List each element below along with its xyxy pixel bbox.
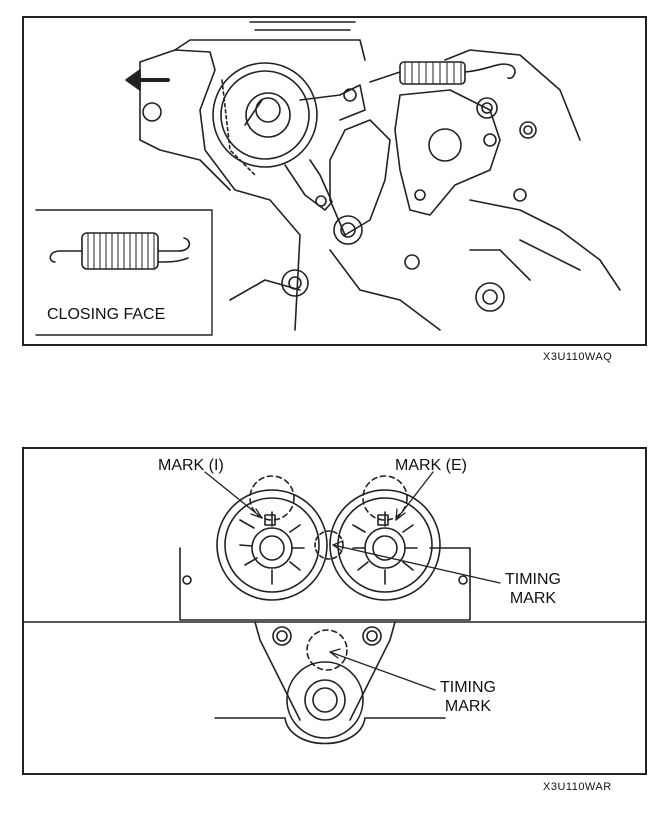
bolt-hole [142,102,162,122]
tensioner-spring [369,61,516,85]
timing-mark-label-cam: TIMING MARK [505,570,561,608]
inset-spring [49,232,191,270]
bolt-heads [281,97,537,312]
timing-mark-label-crank: TIMING MARK [440,678,496,716]
cam-timing-mark-circle [314,530,344,560]
mark-intake-label: MARK (I) [158,457,224,474]
figure-top-panel [22,16,647,346]
figure-bottom-panel [22,447,647,775]
engine-block-outline [139,21,621,331]
cylinder-head-outline [23,547,646,623]
direction-arrow-icon [125,69,170,91]
tensioner-pulley [212,62,318,176]
bracket [329,89,501,236]
timing-mark-label-crank-line2: MARK [444,698,492,715]
figure-code-top: X3U110WAQ [543,351,613,363]
timing-mark-label-cam-line2: MARK [509,590,557,607]
timing-mark-label-cam-line1: TIMING [505,571,561,588]
tensioner-arm [284,84,366,211]
intake-camshaft-sprocket [216,475,328,601]
crankshaft-housing [214,621,446,745]
closing-face-label: CLOSING FACE [47,306,166,323]
exhaust-camshaft-sprocket [329,475,441,601]
timing-mark-label-crank-line1: TIMING [440,679,496,696]
leader-lines [204,471,501,691]
inset-box [35,209,213,336]
figure-code-bottom: X3U110WAR [543,781,612,793]
mark-exhaust-label: MARK (E) [395,457,467,474]
